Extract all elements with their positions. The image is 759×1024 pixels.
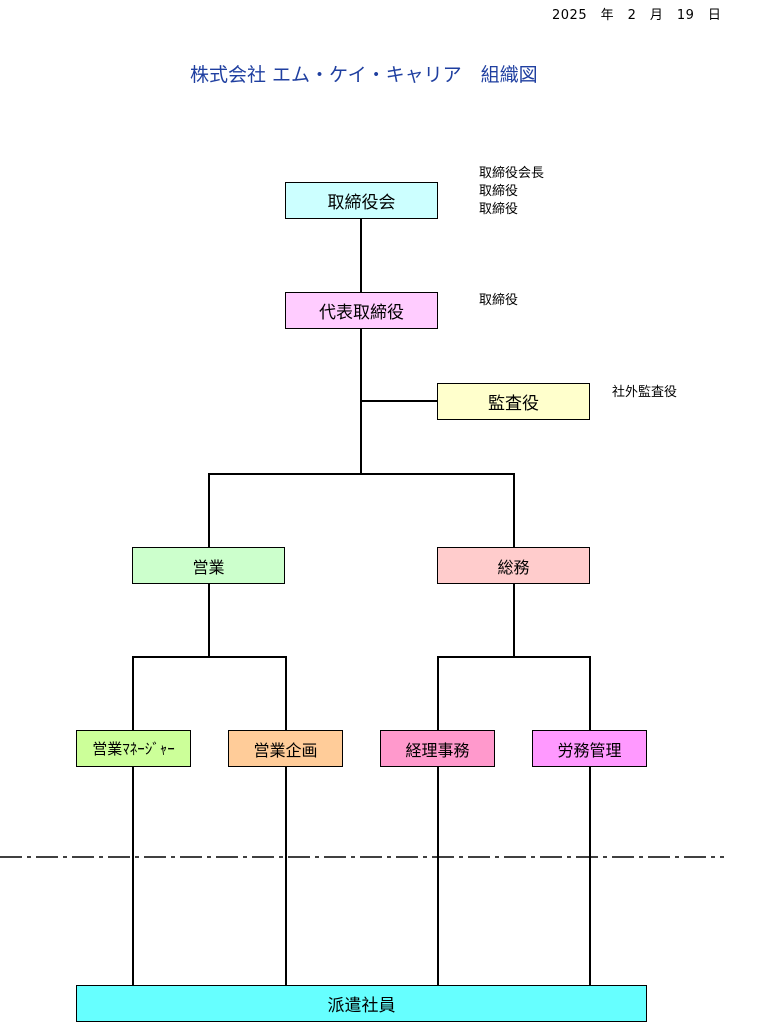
connector-to-sales-planning [285,656,287,730]
note-auditor: 社外監査役 [612,384,677,402]
node-label: 代表取締役 [319,303,404,323]
connector-sales-manager-staff [132,766,134,986]
connector-to-labor-management [589,656,591,730]
connector-dept-horizontal [208,473,515,475]
node-board-of-directors: 取締役会 [285,182,438,219]
note-line: 取締役 [479,293,519,308]
connector-trunk-auditor [360,400,438,402]
node-auditor: 監査役 [437,383,590,420]
separator-dash-dot-line [0,856,724,858]
note-line: 取締役 [479,184,519,199]
node-general-affairs: 総務 [437,547,590,584]
connector-to-sales [208,473,210,547]
note-line: 社外監査役 [612,385,678,400]
connector-board-ceo [360,218,362,292]
connector-accounting-staff [437,766,439,986]
node-sales-manager: 営業ﾏﾈｰｼﾞｬｰ [76,730,191,767]
node-label: 労務管理 [557,740,622,760]
note-ceo: 取締役 [479,292,518,310]
node-accounting: 経理事務 [380,730,495,767]
node-label: 取締役会 [327,193,396,213]
note-line: 取締役 [479,202,519,217]
node-label: 派遣社員 [327,996,396,1016]
node-label: 経理事務 [405,740,470,760]
connector-to-sales-manager [132,656,134,730]
note-line: 取締役会長 [479,166,545,181]
node-label: 営業ﾏﾈｰｼﾞｬｰ [92,740,175,758]
connector-sales-planning-staff [285,766,287,986]
document-date: 2025 年 2 月 19 日 [552,8,722,23]
connector-general-affairs-down [513,583,515,657]
node-label: 総務 [497,557,530,577]
node-representative-director: 代表取締役 [285,292,438,329]
connector-labor-management-staff [589,766,591,986]
connector-to-accounting [437,656,439,730]
node-sales: 営業 [132,547,285,584]
page-title: 株式会社 エム・ケイ・キャリア 組織図 [190,64,538,86]
node-label: 営業 [192,557,225,577]
node-sales-planning: 営業企画 [228,730,343,767]
node-label: 監査役 [488,394,539,414]
node-dispatched-staff: 派遣社員 [76,985,647,1022]
connector-sales-down [208,583,210,657]
connector-to-general-affairs [513,473,515,547]
connector-sales-horizontal [132,656,287,658]
node-labor-management: 労務管理 [532,730,647,767]
note-board-members: 取締役会長 取締役 取締役 [479,165,544,219]
connector-general-affairs-horizontal [437,656,591,658]
node-label: 営業企画 [253,740,318,760]
